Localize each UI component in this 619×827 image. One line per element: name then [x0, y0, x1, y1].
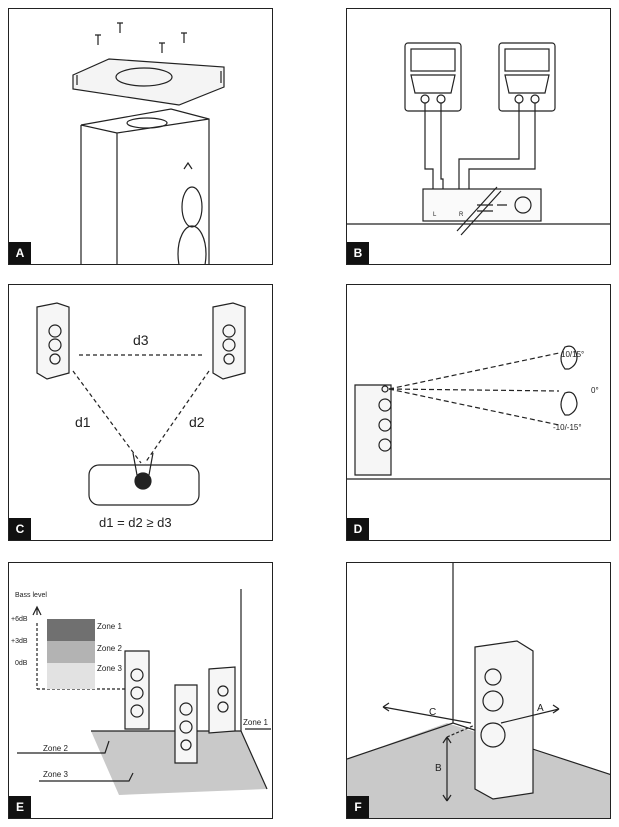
panel-label: E [9, 796, 31, 818]
panel-label: B [347, 242, 369, 264]
panel-label: F [347, 796, 369, 818]
distance-d1-label: d1 [75, 414, 91, 430]
distance-d2-label: d2 [189, 414, 205, 430]
angle-bottom-label: -10/-15° [553, 423, 582, 432]
panel-d: 10/15° 0° -10/-15° D [346, 284, 611, 541]
zone3-bar-label: Zone 3 [97, 664, 122, 673]
distance-c-label: C [429, 707, 436, 718]
screw-icons [95, 22, 187, 53]
panel-c: d3 d1 d2 d1 = d2 ≥ d3 C [8, 284, 273, 541]
speaker-base-assembly-illustration [72, 22, 225, 264]
bass-zone-bars [47, 619, 95, 689]
tick-0db: 0dB [15, 660, 28, 667]
wiring-diagram: L R [347, 42, 610, 236]
distance-d3-label: d3 [133, 332, 149, 348]
angle-mid-label: 0° [591, 386, 599, 395]
distance-formula: d1 = d2 ≥ d3 [99, 515, 172, 530]
panel-a: A [8, 8, 273, 265]
panel-b: L R B [346, 8, 611, 265]
panel-label: A [9, 242, 31, 264]
bass-axis-title: Bass level [15, 592, 47, 599]
zone3-floor-label: Zone 3 [43, 770, 68, 779]
zone1-bar-label: Zone 1 [97, 622, 122, 631]
panel-label: C [9, 518, 31, 540]
distance-b-label: B [435, 763, 442, 774]
wall-distance-diagram: C A B [347, 563, 610, 818]
distance-a-label: A [537, 703, 544, 714]
tick-6db: +6dB [11, 616, 28, 623]
zone2-bar-label: Zone 2 [97, 644, 122, 653]
panel-f: C A B F [346, 562, 611, 819]
zone2-floor-label: Zone 2 [43, 744, 68, 753]
panel-label: D [347, 518, 369, 540]
tweeter-height-diagram: 10/15° 0° -10/-15° [347, 345, 610, 480]
terminal-left-label: L [433, 212, 437, 218]
terminal-right-label: R [459, 212, 464, 218]
tick-3db: +3dB [11, 638, 28, 645]
bass-zone-diagram: Bass level +6dB +3dB 0dB Zone 1 Zone 2 Z… [11, 589, 271, 795]
listening-triangle-diagram: d3 d1 d2 d1 = d2 ≥ d3 [36, 302, 246, 530]
zone1-floor-label: Zone 1 [243, 718, 268, 727]
angle-top-label: 10/15° [561, 350, 584, 359]
panel-e: Bass level +6dB +3dB 0dB Zone 1 Zone 2 Z… [8, 562, 273, 819]
